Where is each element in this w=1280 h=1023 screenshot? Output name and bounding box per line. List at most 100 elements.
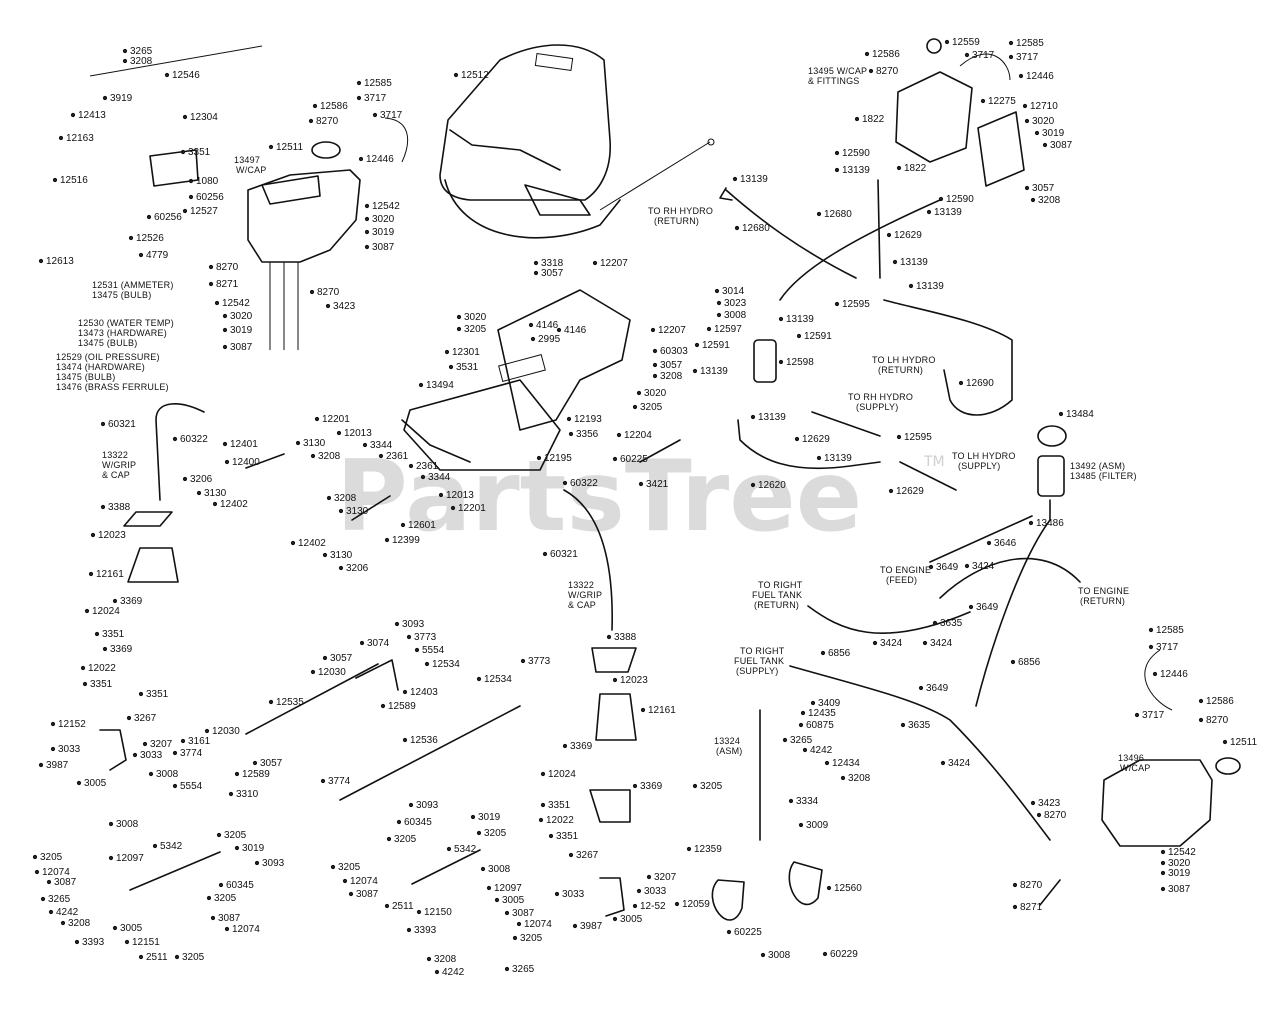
part-number-label: 3093 [262, 858, 285, 869]
callout-dot [138, 954, 144, 960]
note-ammeter: 12531 (AMMETER) 13475 (BULB) [92, 280, 176, 300]
callout-dot [652, 373, 658, 379]
part-number-label: 12024 [92, 606, 120, 617]
callout-dot [1008, 40, 1014, 46]
part-number-label: 13494 [426, 380, 454, 391]
callout-dot [810, 700, 816, 706]
part-number-label: 3649 [926, 683, 949, 694]
callout-dot [820, 650, 826, 656]
callout-dot [309, 289, 315, 295]
part-number-label: 3033 [644, 886, 667, 897]
note-line: 13495 W/CAP [808, 66, 867, 76]
callout-dot [38, 258, 44, 264]
callout-dot [716, 312, 722, 318]
part-number-label: 3344 [428, 472, 451, 483]
part-number-label: 13139 [916, 281, 944, 292]
watermark-tm: TM [923, 454, 945, 470]
callout-dot [438, 492, 444, 498]
callout-dot [794, 436, 800, 442]
part-number-label: 5342 [454, 844, 477, 855]
callout-dot [640, 707, 646, 713]
callout-dot [692, 368, 698, 374]
callout-dot [182, 208, 188, 214]
part-number-label: 3424 [930, 638, 953, 649]
part-number-label: 12589 [242, 769, 270, 780]
watermark-text: PartsTree [336, 440, 862, 554]
part-number-label: 3369 [640, 781, 663, 792]
part-number-label: 3773 [528, 656, 551, 667]
part-number-label: 12022 [546, 815, 574, 826]
callout-dot [612, 456, 618, 462]
callout-dot [222, 327, 228, 333]
note-line: TO LH HYDRO [952, 451, 1016, 461]
part-number-label: 12400 [232, 457, 260, 468]
part-number-label: 3020 [372, 214, 395, 225]
note-to-lh-hydro-supply: TO LH HYDRO (SUPPLY) [952, 451, 1018, 471]
callout-dot [896, 165, 902, 171]
callout-dot [456, 314, 462, 320]
part-number-label: 3208 [318, 451, 341, 462]
callout-dot [46, 879, 52, 885]
note-line: 13324 [714, 736, 740, 746]
part-number-label: 12542 [222, 298, 250, 309]
part-number-label: 3057 [541, 268, 564, 279]
callout-dot [1028, 520, 1034, 526]
part-number-label: 3649 [976, 602, 999, 613]
part-number-label: 12030 [318, 667, 346, 678]
part-number-label: 3393 [414, 925, 437, 936]
part-number-label: 6856 [1018, 657, 1041, 668]
callout-dot [1058, 411, 1064, 417]
note-to-lh-hydro-return: TO LH HYDRO (RETURN) [872, 355, 938, 375]
note-oil-pressure: 12529 (OIL PRESSURE) 13474 (HARDWARE) 13… [56, 352, 169, 392]
callout-dot [908, 283, 914, 289]
callout-dot [356, 95, 362, 101]
note-line: (RETURN) [1080, 596, 1125, 606]
callout-dot [872, 640, 878, 646]
callout-dot [100, 421, 106, 427]
part-number-label: 3057 [660, 360, 683, 371]
part-number-label: 12535 [276, 697, 304, 708]
part-number-label: 12527 [190, 206, 218, 217]
callout-dot [778, 359, 784, 365]
part-number-label: 12511 [276, 142, 304, 153]
part-number-label: 12195 [544, 453, 572, 464]
part-number-label: 3130 [346, 506, 369, 517]
part-number-label: 3208 [130, 56, 153, 67]
part-number-label: 13139 [934, 207, 962, 218]
callout-dot [928, 564, 934, 570]
part-number-label: 13139 [786, 314, 814, 325]
callout-dot [174, 954, 180, 960]
part-number-label: 3635 [940, 618, 963, 629]
part-number-label: 3008 [488, 864, 511, 875]
callout-dot [750, 414, 756, 420]
callout-dot [650, 327, 656, 333]
part-number-label: 12613 [46, 256, 74, 267]
callout-dot [802, 747, 808, 753]
part-number-label: 5554 [180, 781, 203, 792]
part-number-label: 3208 [434, 954, 457, 965]
part-number-label: 12301 [452, 347, 480, 358]
note-to-engine-return: TO ENGINE (RETURN) [1078, 586, 1132, 606]
callout-dot [926, 209, 932, 215]
part-number-label: 3161 [188, 736, 211, 747]
part-number-label: 3019 [242, 843, 265, 854]
callout-dot [444, 349, 450, 355]
part-number-label: 3919 [110, 93, 133, 104]
callout-dot [172, 783, 178, 789]
callout-dot [540, 802, 546, 808]
callout-dot [1010, 659, 1016, 665]
note-line: W/GRIP [568, 590, 602, 600]
part-number-label: 12586 [320, 101, 348, 112]
part-number-label: 12023 [98, 530, 126, 541]
callout-dot [38, 762, 44, 768]
note-line: 13485 (FILTER) [1070, 471, 1137, 481]
callout-dot [1008, 54, 1014, 60]
part-number-label: 12516 [60, 175, 88, 186]
callout-dot [533, 270, 539, 276]
callout-dot [76, 780, 82, 786]
part-number-label: 12074 [350, 876, 378, 887]
callout-dot [1012, 882, 1018, 888]
part-number-label: 3008 [156, 769, 179, 780]
part-number-label: 12542 [1168, 847, 1196, 858]
note-water-temp: 12530 (WATER TEMP) 13473 (HARDWARE) 1347… [78, 318, 177, 348]
